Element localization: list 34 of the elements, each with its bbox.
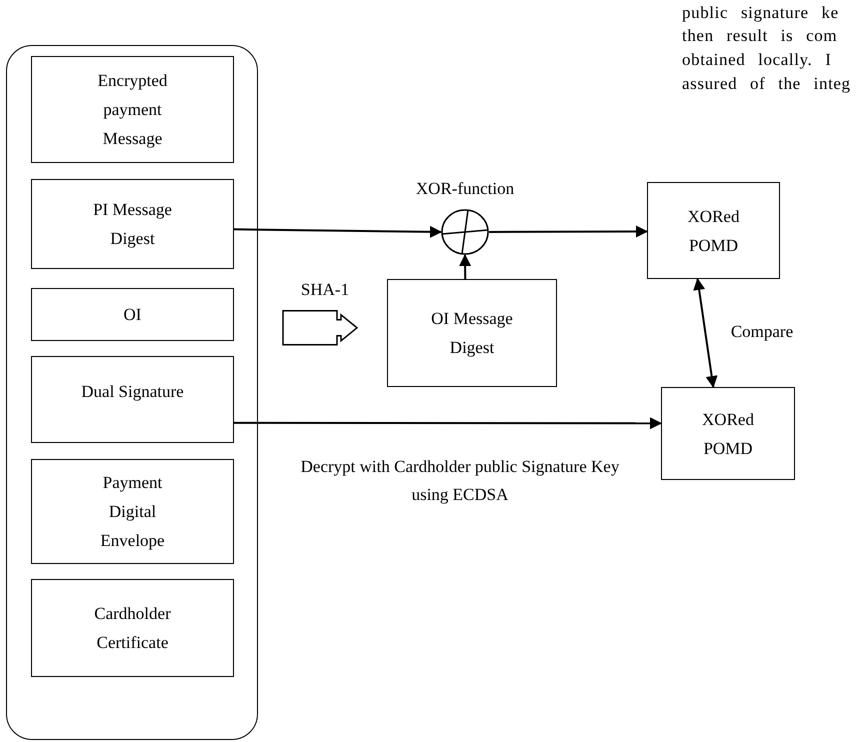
box-label: Cardholder Certificate — [93, 603, 172, 654]
box-label: Dual Signature — [81, 381, 184, 403]
process-box — [31, 579, 234, 677]
box-label: XORed POMD — [686, 206, 740, 256]
arrow — [693, 278, 718, 388]
process-box — [31, 459, 234, 564]
node-caption: XOR-function — [414, 178, 516, 200]
process-box — [31, 179, 234, 269]
process-box — [31, 356, 234, 443]
arrow — [233, 417, 662, 430]
box-label: Payment Digital Envelope — [99, 472, 166, 552]
note-text: public signature ke — [682, 2, 839, 24]
note-text: obtained locally. I — [682, 49, 832, 71]
process-box — [661, 387, 795, 480]
edge-label: Compare — [730, 321, 794, 343]
box-label: XORed POMD — [701, 408, 755, 460]
rounded-container — [6, 45, 258, 740]
box-label: Encrypted payment Message — [96, 70, 168, 150]
box-label: OI — [124, 304, 142, 326]
process-box — [31, 56, 234, 163]
note-text: then result is com — [682, 25, 838, 47]
block-arrow — [282, 310, 358, 346]
process-box — [31, 288, 234, 341]
edge-label: Decrypt with Cardholder public Signature Key using ECDSA — [300, 456, 620, 506]
note-text: assured of the integ — [682, 73, 851, 95]
arrow — [232, 226, 442, 238]
arrow — [459, 254, 472, 279]
arrow — [489, 226, 648, 238]
xor-symbol — [441, 209, 489, 255]
box-label: PI Message Digest — [92, 199, 173, 250]
process-box — [387, 279, 557, 387]
edge-label: SHA-1 — [300, 279, 350, 301]
process-box — [647, 182, 780, 279]
box-label: OI Message Digest — [430, 308, 514, 359]
